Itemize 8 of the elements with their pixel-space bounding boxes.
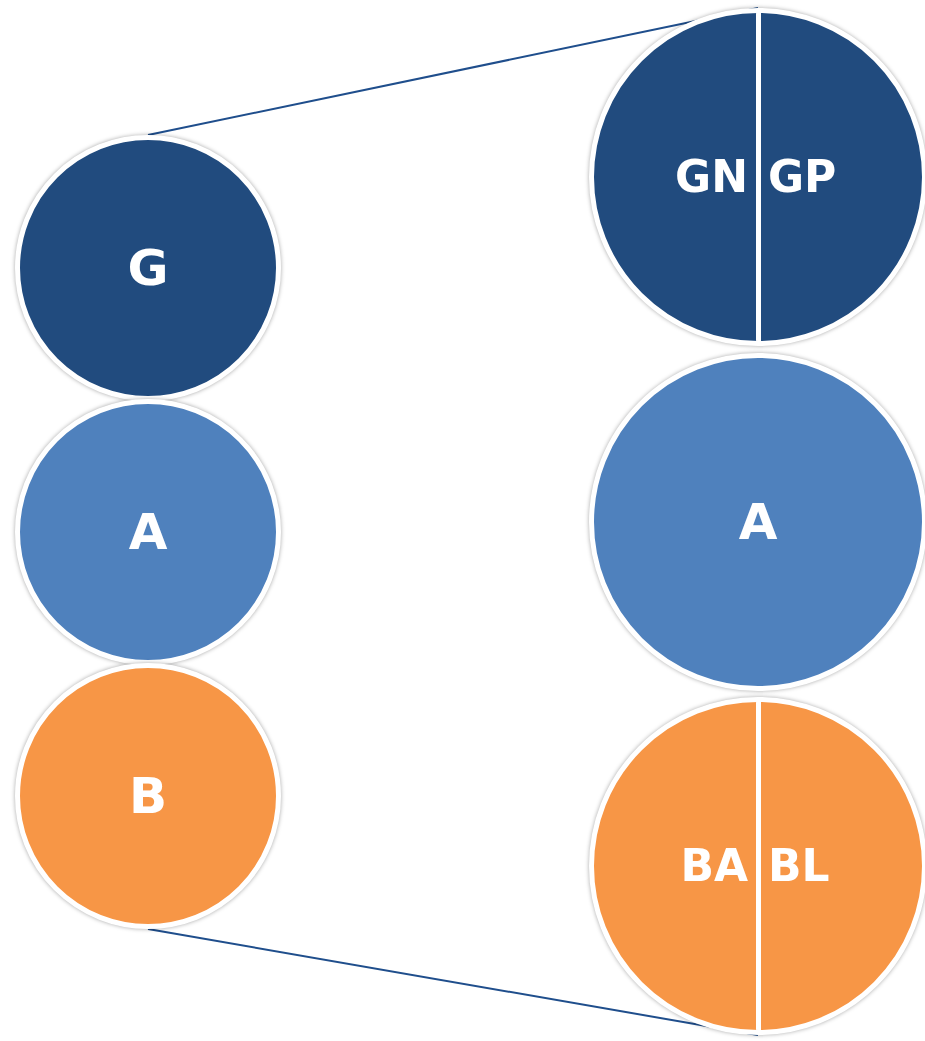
circle-label: BA: [680, 844, 748, 888]
circle-label: G: [127, 243, 169, 293]
circle-label: A: [128, 507, 168, 557]
circle-label: B: [128, 771, 168, 821]
circle-label: BL: [768, 844, 830, 888]
circle-label: GP: [768, 155, 837, 199]
circle-label: GN: [675, 155, 748, 199]
circle-label: A: [738, 497, 778, 547]
